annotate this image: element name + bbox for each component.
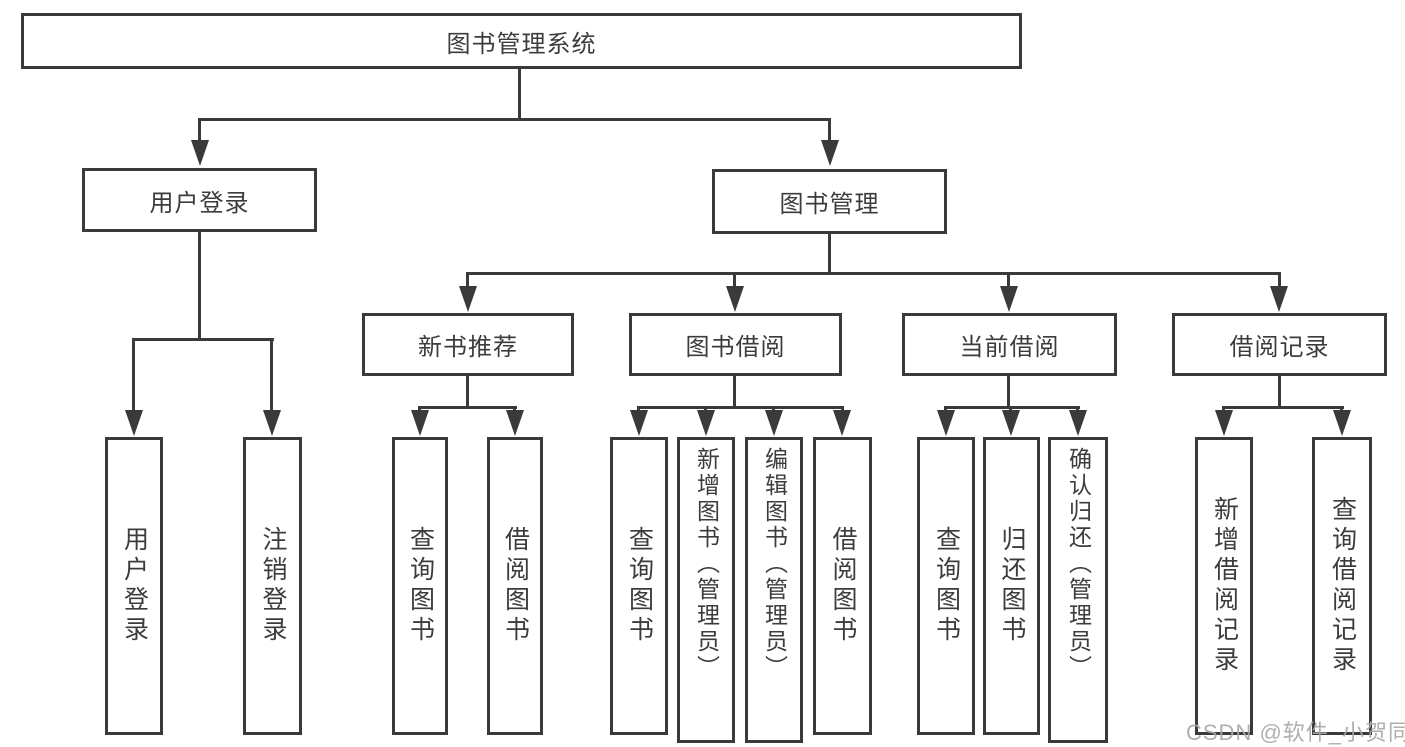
leaf-bb-borrow-book-label: 借阅图书 [829, 526, 857, 646]
leaf-cb-query-book: 查询图书 [917, 437, 975, 735]
node-user-login-label: 用户登录 [149, 189, 250, 217]
connector-drop-ul-logout [270, 338, 273, 412]
arrow-down-icon [125, 410, 143, 436]
connector-book-mgmt-bus [467, 272, 1281, 275]
node-borrow-records-label: 借阅记录 [1229, 334, 1330, 361]
node-book-borrow-label: 图书借阅 [685, 334, 786, 361]
leaf-br-add-record: 新增借阅记录 [1195, 437, 1253, 735]
connector-current-borrow-stem [1007, 376, 1010, 406]
connector-current-borrow-bus [945, 406, 1080, 409]
node-user-login: 用户登录 [82, 168, 317, 232]
leaf-cb-confirm-return-label: 确认归还（管理员） [1065, 447, 1092, 681]
arrow-down-icon [1333, 410, 1351, 436]
connector-user-login-stem [198, 232, 201, 338]
arrow-down-icon [937, 410, 955, 436]
connector-root-stem [518, 69, 521, 118]
arrow-down-icon [1002, 410, 1020, 436]
leaf-nb-query-book-label: 查询图书 [406, 526, 435, 646]
leaf-cb-return-book: 归还图书 [983, 437, 1040, 735]
node-new-book-recommend-label: 新书推荐 [418, 334, 518, 361]
leaf-bb-query-book: 查询图书 [610, 437, 668, 735]
arrow-down-icon [1069, 410, 1087, 436]
leaf-bb-borrow-book: 借阅图书 [813, 437, 872, 735]
leaf-nb-borrow-book: 借阅图书 [487, 437, 543, 735]
leaf-nb-borrow-book-label: 借阅图书 [501, 526, 530, 646]
connector-user-login-bus [133, 338, 274, 341]
leaf-ul-user-login-label: 用户登录 [120, 526, 149, 646]
leaf-bb-query-book-label: 查询图书 [625, 526, 654, 646]
arrow-down-icon [1000, 286, 1018, 312]
arrow-down-icon [833, 410, 851, 436]
arrow-down-icon [630, 410, 648, 436]
leaf-bb-edit-book-label: 编辑图书（管理员） [761, 447, 788, 681]
arrow-down-icon [459, 286, 477, 312]
leaf-br-query-record: 查询借阅记录 [1312, 437, 1372, 735]
connector-drop-book-borrow [733, 272, 736, 288]
node-current-borrow: 当前借阅 [902, 313, 1117, 376]
arrow-down-icon [697, 410, 715, 436]
connector-drop-current-borrow [1007, 272, 1010, 288]
leaf-br-query-record-label: 查询借阅记录 [1328, 496, 1357, 676]
connector-borrow-records-bus [1223, 406, 1344, 409]
arrow-down-icon [821, 140, 839, 166]
leaf-nb-query-book: 查询图书 [392, 437, 448, 735]
node-book-management-label: 图书管理 [779, 191, 880, 218]
connector-drop-ul-login [132, 338, 135, 412]
leaf-ul-user-login: 用户登录 [105, 437, 163, 735]
node-book-borrow: 图书借阅 [629, 313, 842, 376]
arrow-down-icon [1215, 410, 1233, 436]
connector-book-borrow-bus [638, 406, 844, 409]
connector-drop-new-book [466, 272, 469, 288]
leaf-bb-add-book-label: 新增图书（管理员） [693, 447, 720, 681]
leaf-cb-return-book-label: 归还图书 [998, 526, 1026, 646]
arrow-down-icon [1270, 286, 1288, 312]
connector-borrow-records-stem [1278, 376, 1281, 406]
connector-drop-user-login [198, 118, 201, 144]
node-new-book-recommend: 新书推荐 [362, 313, 574, 376]
csdn-watermark: CSDN @软件_小贺同学 [1186, 720, 1405, 745]
leaf-cb-confirm-return: 确认归还（管理员） [1048, 437, 1108, 743]
arrow-down-icon [411, 410, 429, 436]
arrow-down-icon [263, 410, 281, 436]
connector-drop-book-management [828, 118, 831, 144]
leaf-bb-edit-book: 编辑图书（管理员） [745, 437, 803, 743]
connector-book-mgmt-stem [828, 234, 831, 272]
node-book-management: 图书管理 [712, 169, 947, 234]
leaf-br-add-record-label: 新增借阅记录 [1210, 496, 1239, 676]
arrow-down-icon [726, 286, 744, 312]
leaf-ul-logout: 注销登录 [243, 437, 302, 735]
node-root: 图书管理系统 [21, 13, 1022, 69]
arrow-down-icon [191, 140, 209, 166]
connector-drop-borrow-records [1278, 272, 1281, 288]
leaf-cb-query-book-label: 查询图书 [932, 526, 961, 646]
node-current-borrow-label: 当前借阅 [959, 334, 1060, 361]
arrow-down-icon [506, 410, 524, 436]
leaf-ul-logout-label: 注销登录 [259, 526, 287, 646]
connector-book-borrow-stem [733, 376, 736, 406]
arrow-down-icon [765, 410, 783, 436]
node-root-label: 图书管理系统 [446, 30, 597, 58]
leaf-bb-add-book: 新增图书（管理员） [677, 437, 735, 743]
connector-new-book-bus [419, 406, 517, 409]
connector-new-book-stem [466, 376, 469, 406]
connector-root-bus [199, 118, 831, 121]
node-borrow-records: 借阅记录 [1172, 313, 1387, 376]
